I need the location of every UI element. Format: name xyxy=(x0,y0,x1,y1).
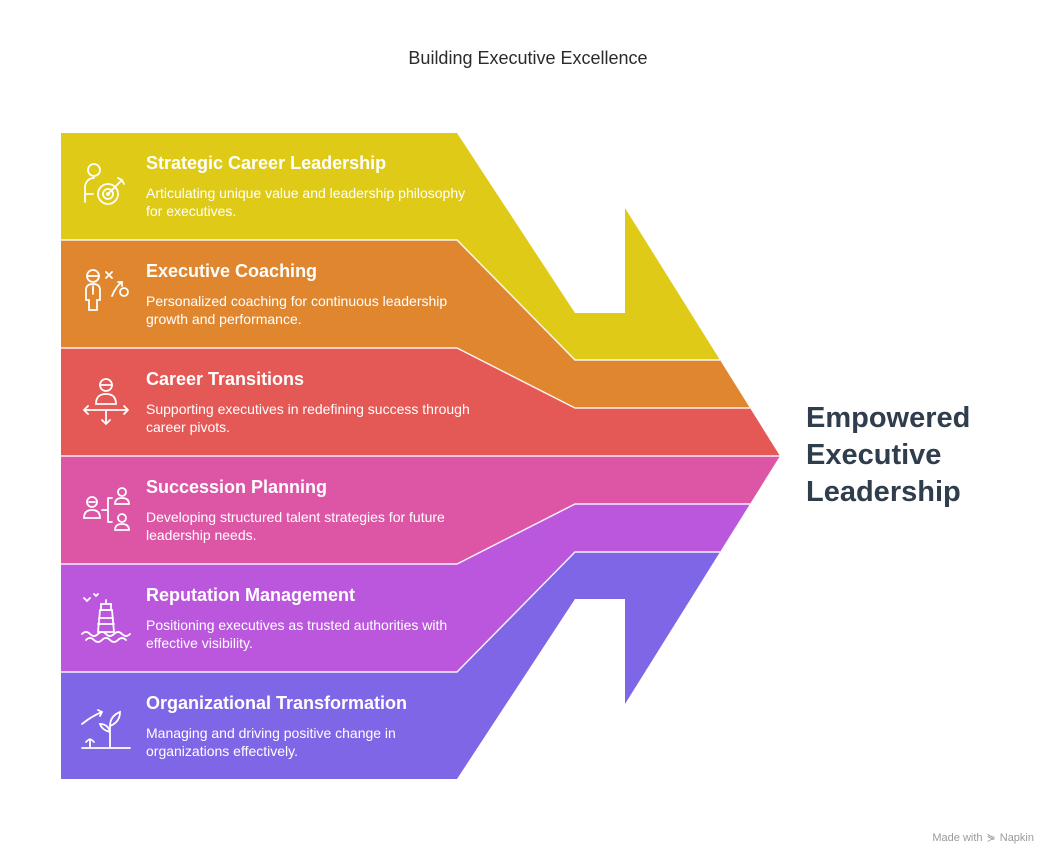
growth-plant-icon xyxy=(81,709,131,749)
crossroads-person-icon xyxy=(82,378,130,426)
result-line: Executive xyxy=(806,439,942,471)
step-organizational-transformation: Organizational Transformation Managing a… xyxy=(146,692,476,760)
step-title: Career Transitions xyxy=(146,369,305,389)
step-strategic-career-leadership: Strategic Career Leadership Articulating… xyxy=(146,152,476,220)
result-label: Empowered Executive Leadership xyxy=(806,400,1036,511)
step-description: Articulating unique value and leadership… xyxy=(146,185,466,219)
step-title: Executive Coaching xyxy=(146,261,318,281)
result-line: Leadership xyxy=(806,476,961,508)
step-executive-coaching: Executive Coaching Personalized coaching… xyxy=(146,260,476,328)
result-line: Empowered xyxy=(806,402,971,434)
coach-strategy-icon xyxy=(85,269,129,311)
step-reputation-management: Reputation Management Positioning execut… xyxy=(146,584,476,652)
lighthouse-icon xyxy=(81,593,131,643)
step-career-transitions: Career Transitions Supporting executives… xyxy=(146,368,476,436)
step-title: Organizational Transformation xyxy=(146,693,408,713)
step-description: Developing structured talent strategies … xyxy=(146,509,445,543)
step-title: Succession Planning xyxy=(146,477,328,497)
step-title: Reputation Management xyxy=(146,585,356,605)
step-succession-planning: Succession Planning Developing structure… xyxy=(146,476,476,544)
made-with-badge[interactable]: Made with ⋟ Napkin xyxy=(932,831,1034,845)
org-chart-icon xyxy=(83,487,130,531)
napkin-logo-icon: ⋟ xyxy=(986,832,996,844)
band-reputation xyxy=(61,504,750,672)
band-strategic xyxy=(61,133,720,360)
band-transitions xyxy=(61,348,780,456)
band-transformation xyxy=(61,552,720,779)
made-with-label: Made with xyxy=(932,831,983,844)
step-description: Positioning executives as trusted author… xyxy=(146,617,448,651)
step-description: Supporting executives in redefining succ… xyxy=(146,401,470,435)
band-coaching xyxy=(61,240,750,408)
step-title: Strategic Career Leadership xyxy=(146,153,387,173)
diagram-title: Building Executive Excellence xyxy=(408,48,648,68)
napkin-brand: Napkin xyxy=(999,831,1034,844)
step-description: Personalized coaching for continuous lea… xyxy=(146,293,448,327)
band-succession xyxy=(61,456,780,564)
step-description: Managing and driving positive change in … xyxy=(146,725,396,759)
target-person-icon xyxy=(84,163,125,205)
